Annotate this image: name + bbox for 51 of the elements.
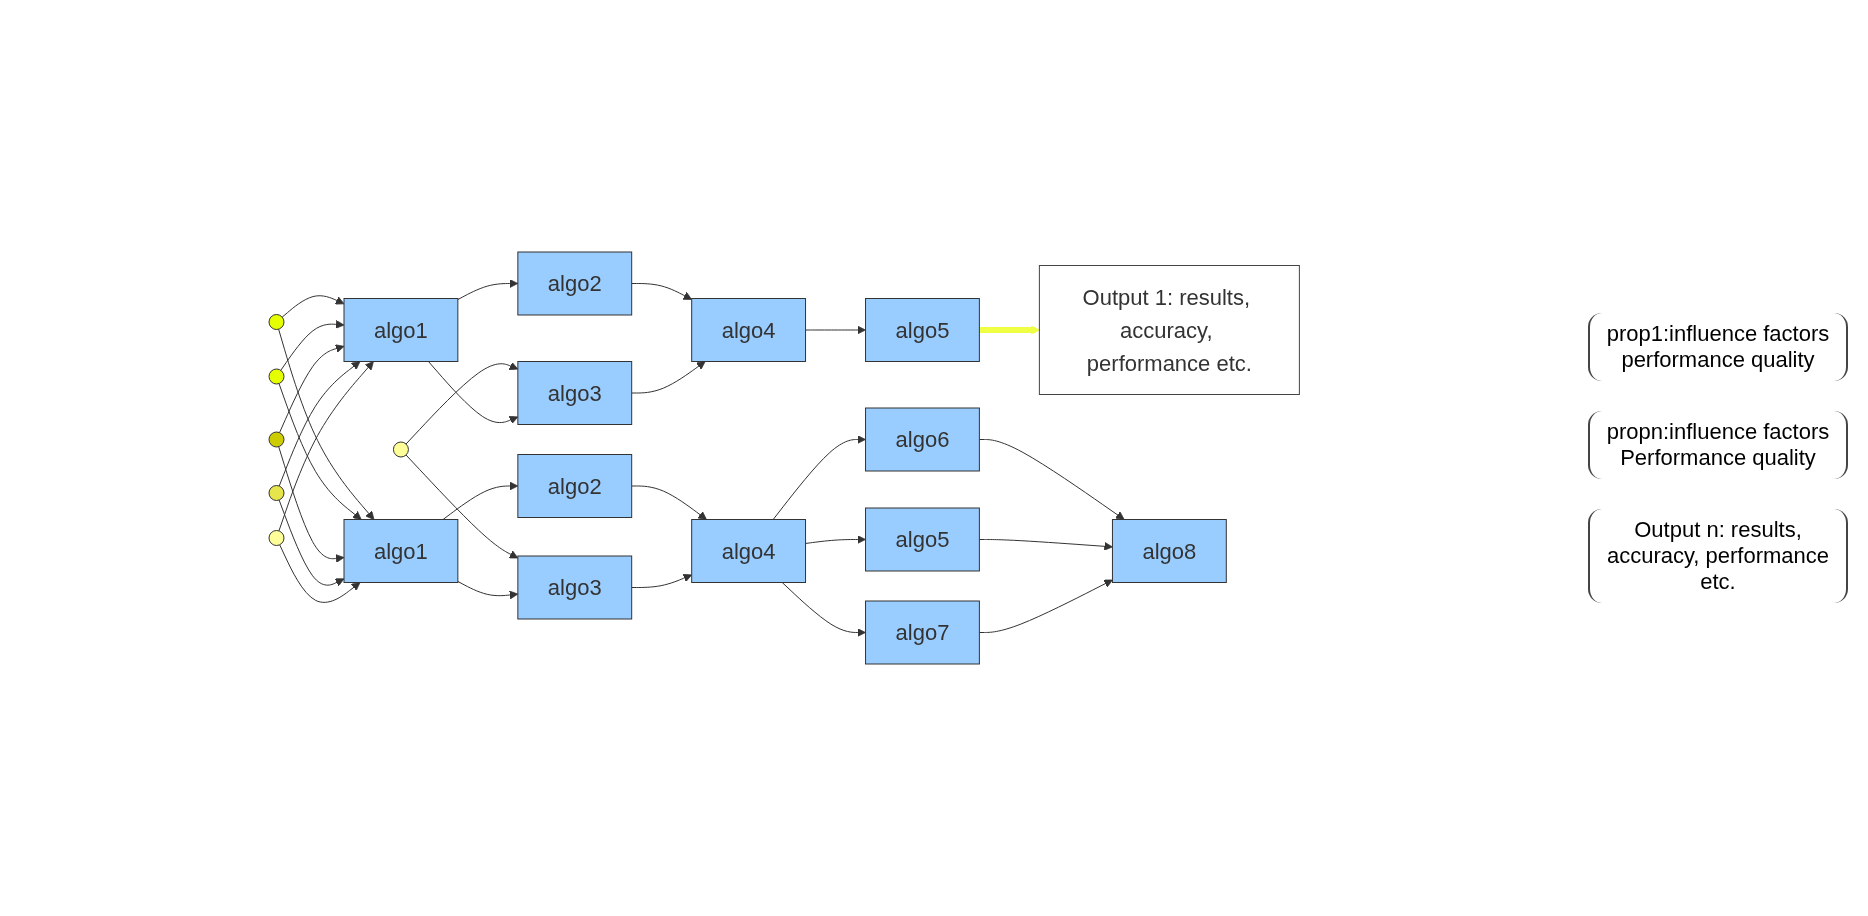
node-box: algo4	[691, 519, 806, 583]
arrow	[631, 485, 707, 520]
node-box: algo2	[517, 251, 632, 316]
arrow	[978, 579, 1113, 633]
arrow	[278, 499, 345, 587]
arrow	[279, 544, 361, 603]
arrow	[804, 535, 866, 544]
node-box: algo5	[864, 298, 980, 362]
arrow	[631, 573, 692, 588]
brace-note: Output n: results, accuracy, performance etc.	[1588, 509, 1848, 603]
node-box: algo7	[864, 600, 980, 665]
node-box: algo8	[1111, 519, 1227, 583]
node-box: algo4	[691, 298, 806, 362]
arrow	[457, 580, 519, 600]
node-circle	[268, 431, 285, 448]
node-box: algo5	[864, 507, 980, 572]
node-box: algo2	[517, 454, 632, 518]
arrow	[978, 539, 1113, 551]
arrow	[277, 328, 375, 520]
brace-note: prop1:influence factors performance quality	[1588, 313, 1848, 381]
arrow	[278, 361, 361, 487]
node-circle	[392, 441, 409, 458]
arrow	[281, 295, 345, 318]
node-box: Output 1: results, accuracy, performance etc.	[1038, 265, 1300, 395]
arrow	[442, 481, 519, 520]
node-box: algo6	[864, 407, 980, 472]
arrow	[781, 582, 866, 637]
node-box: algo1	[343, 519, 459, 583]
arrow	[278, 344, 345, 434]
node-circle	[268, 530, 285, 546]
arrow	[278, 361, 374, 532]
arrow	[280, 320, 345, 371]
arrow	[631, 283, 692, 300]
arrow	[772, 435, 866, 520]
arrow	[631, 361, 706, 394]
node-circle	[268, 314, 285, 330]
arrow	[278, 446, 345, 563]
arrow	[979, 325, 1040, 335]
arrow	[978, 439, 1125, 520]
brace-note: propn:influence factors Performance quality	[1588, 411, 1848, 479]
node-box: algo3	[517, 555, 632, 620]
arrow	[427, 361, 519, 425]
arrow	[457, 279, 519, 301]
arrow	[405, 454, 519, 559]
node-box: algo3	[517, 361, 632, 425]
node-box: algo1	[343, 298, 459, 362]
node-circle	[268, 368, 285, 385]
arrow	[405, 361, 519, 445]
arrow	[804, 325, 866, 335]
node-circle	[268, 485, 285, 501]
arrow	[278, 383, 362, 520]
